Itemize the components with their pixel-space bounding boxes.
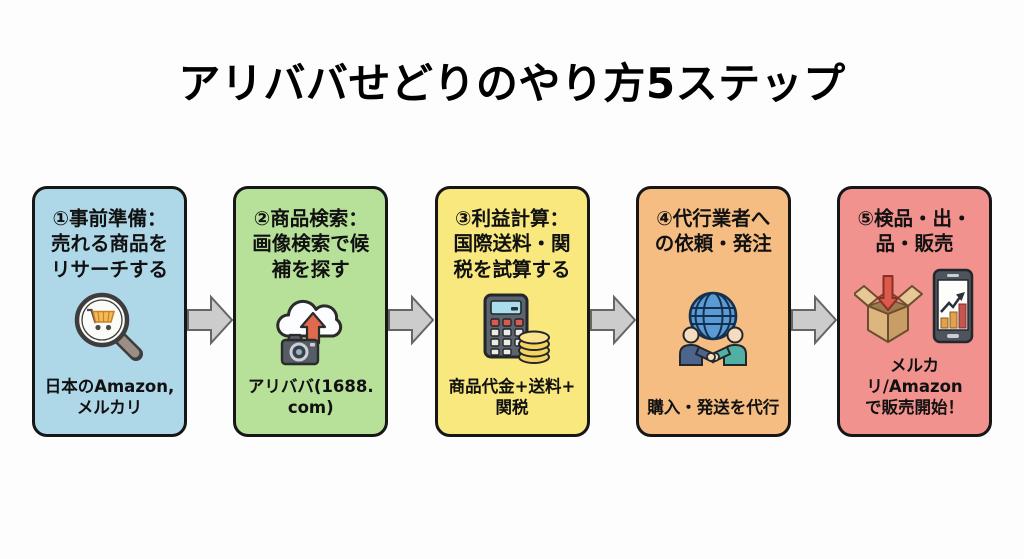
step-1-card: ①事前準備： 売れる商品を リサーチする 日本のAmazon, メルカリ — [32, 186, 187, 437]
step-2-card: ②商品検索： 画像検索で候 補を探す アリババ(1688. com) — [233, 186, 389, 437]
step-1-caption: 日本のAmazon, メルカリ — [44, 376, 175, 417]
right-arrow-icon — [790, 294, 837, 346]
step-4-card: ④代行業者へ の依頼・発注 — [635, 186, 791, 437]
step-4-caption: 購入・発送を代行 — [647, 397, 780, 417]
cloud-upload-camera-icon — [271, 282, 351, 376]
page-title: アリババせどりのやり方5ステップ — [178, 59, 846, 108]
step-4-heading: ④代行業者へ の依頼・発注 — [654, 207, 772, 256]
magnifier-cart-icon — [70, 282, 150, 376]
globe-handshake-icon — [671, 257, 755, 397]
right-arrow-icon — [187, 294, 234, 346]
right-arrow-icon — [388, 294, 435, 346]
step-1-heading: ①事前準備： 売れる商品を リサーチする — [50, 207, 168, 281]
step-5-caption: メルカリ/Amazon で販売開始！ — [865, 355, 964, 417]
step-3-heading: ③利益計算： 国際送料・関 税を試算する — [453, 207, 571, 281]
step-3-card: ③利益計算： 国際送料・関 税を試算する — [434, 186, 590, 437]
step-5-card: ⑤検品・出・ 品・販売 — [837, 186, 992, 437]
step-5-heading: ⑤検品・出・ 品・販売 — [857, 207, 972, 256]
step-2-caption: アリババ(1688. com) — [247, 376, 374, 417]
step-2-heading: ②商品検索： 画像検索で候 補を探す — [252, 207, 370, 281]
open-box-phone-chart-icon — [853, 257, 976, 355]
calculator-coins-icon — [470, 282, 554, 376]
step-3-caption: 商品代金+送料+ 関税 — [448, 376, 576, 417]
flow-diagram: ①事前準備： 売れる商品を リサーチする 日本のAmazon, メルカリ — [32, 186, 992, 437]
right-arrow-icon — [589, 294, 636, 346]
